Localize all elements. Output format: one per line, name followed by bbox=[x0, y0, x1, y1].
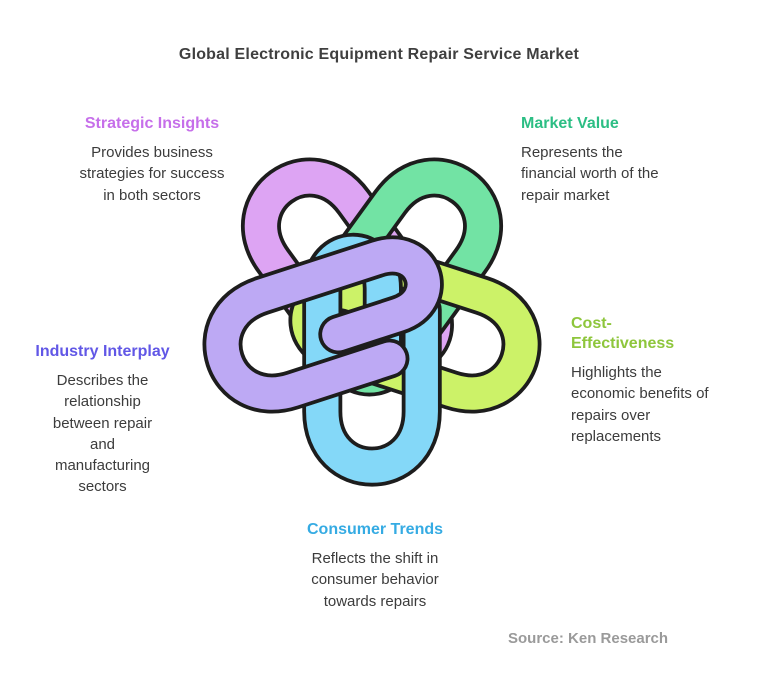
section-description: Reflects the shift in consumer behavior … bbox=[311, 550, 439, 610]
section-description: Provides business strategies for success… bbox=[79, 144, 225, 204]
section-cost-effectiveness: Cost-Effectiveness Highlights the econom… bbox=[571, 314, 741, 447]
source-credit: Source: Ken Research bbox=[508, 630, 669, 647]
page-title: Global Electronic Equipment Repair Servi… bbox=[178, 46, 580, 63]
section-description: Describes the relationship between repai… bbox=[52, 372, 153, 496]
section-title: Strategic Insights bbox=[84, 115, 220, 132]
section-title: Cost-Effectiveness bbox=[571, 315, 675, 352]
five-loop-knot-icon bbox=[202, 157, 542, 487]
section-title: Consumer Trends bbox=[306, 521, 444, 538]
section-title: Industry Interplay bbox=[35, 343, 170, 360]
ribbon-industry-interplay bbox=[202, 235, 444, 414]
section-consumer-trends: Consumer Trends Reflects the shift in co… bbox=[275, 520, 475, 612]
section-title: Market Value bbox=[521, 115, 619, 132]
section-description: Represents the financial worth of the re… bbox=[521, 144, 659, 204]
section-industry-interplay: Industry Interplay Describes the relatio… bbox=[0, 342, 205, 498]
section-description: Highlights the economic benefits of repa… bbox=[571, 364, 709, 445]
section-market-value: Market Value Represents the financial wo… bbox=[521, 114, 711, 206]
section-strategic-insights: Strategic Insights Provides business str… bbox=[42, 114, 262, 206]
